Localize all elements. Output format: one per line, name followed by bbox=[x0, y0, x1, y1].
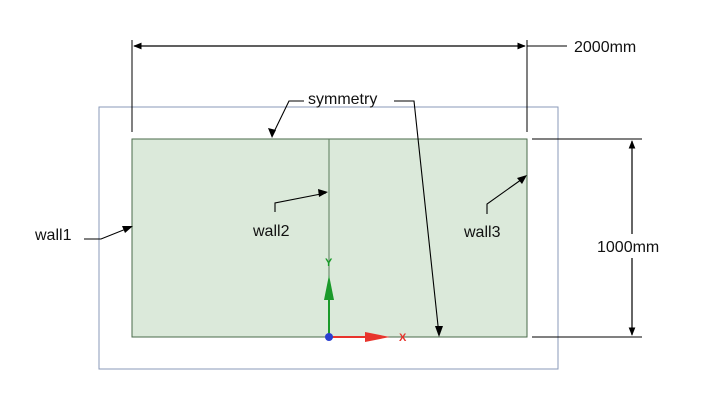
outer-frame bbox=[98, 106, 559, 370]
symmetry-label: symmetry bbox=[308, 91, 377, 108]
wall2-label: wall2 bbox=[252, 223, 290, 240]
wall1-label: wall1 bbox=[34, 227, 72, 244]
wall3-annotation: wall3 bbox=[463, 175, 527, 241]
wall1-annotation: wall1 bbox=[34, 226, 133, 244]
origin-marker bbox=[325, 333, 333, 341]
symmetry-annotation: symmetry bbox=[268, 91, 443, 337]
height-dimension-label: 1000mm bbox=[597, 239, 659, 256]
y-axis-label: Y bbox=[325, 257, 333, 269]
x-axis-label: X bbox=[399, 332, 407, 344]
height-dimension: 1000mm bbox=[532, 138, 672, 338]
y-axis-arrow bbox=[324, 275, 334, 300]
width-dimension-label: 2000mm bbox=[574, 39, 636, 56]
axis-triad: X Y bbox=[324, 257, 407, 344]
wall3-label: wall3 bbox=[463, 224, 501, 241]
width-dimension: 2000mm bbox=[131, 39, 636, 132]
wall2-annotation: wall2 bbox=[252, 189, 328, 240]
x-axis-arrow bbox=[365, 332, 390, 342]
